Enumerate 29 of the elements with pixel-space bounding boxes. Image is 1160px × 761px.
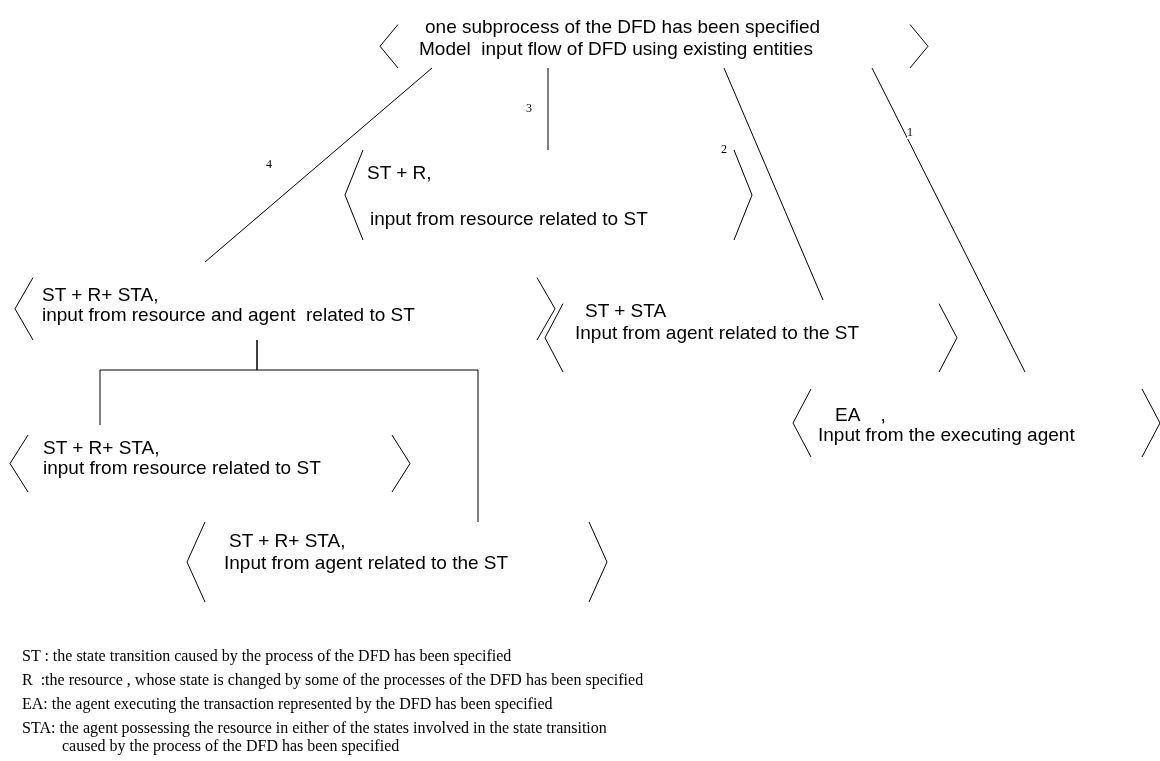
connector-line: [871, 67, 1026, 373]
chevron-bracket-node: [545, 300, 957, 372]
definition-note: R :the resource , whose state is changed by some of the processes of the DFD has been specified: [22, 671, 644, 689]
connector-line: [723, 67, 824, 301]
node-text: Input from agent related to the ST: [224, 552, 509, 573]
node-text: ST + R+ STA,: [43, 437, 160, 458]
node-text: Input from agent related to the ST: [575, 322, 860, 343]
connector-line: [547, 67, 549, 151]
node-text: Model input flow of DFD using existing entities: [419, 38, 813, 59]
connector-line: [204, 67, 433, 263]
node-text: ST + R,: [367, 162, 432, 183]
edge-label: 4: [266, 158, 272, 171]
node-text: ST + R+ STA,: [229, 530, 346, 551]
definition-note: EA: the agent executing the transaction represented by the DFD has been specified: [22, 695, 553, 713]
node-text: input from resource related to ST: [43, 457, 321, 478]
definition-note: STA: the agent possessing the resource in either of the states involved in the state transition caused by the process of the DFD has been specified: [22, 719, 608, 755]
node-text: ST + R+ STA,: [42, 284, 159, 305]
node-text: input from resource related to ST: [370, 208, 648, 229]
chevron-bracket-node: [187, 522, 607, 602]
node-text: input from resource and agent related to ST: [42, 304, 415, 325]
definition-note: ST : the state transition caused by the process of the DFD has been specified: [22, 647, 512, 665]
edge-label: 2: [721, 143, 727, 156]
node-text: one subprocess of the DFD has been specified: [425, 16, 820, 37]
node-text: ST + STA: [585, 300, 667, 321]
edge-label: 3: [526, 102, 532, 115]
connector-line: [256, 339, 479, 523]
edge-label: 1: [907, 126, 913, 139]
node-text: Input from the executing agent: [818, 424, 1075, 445]
node-text: EA ,: [835, 404, 886, 425]
